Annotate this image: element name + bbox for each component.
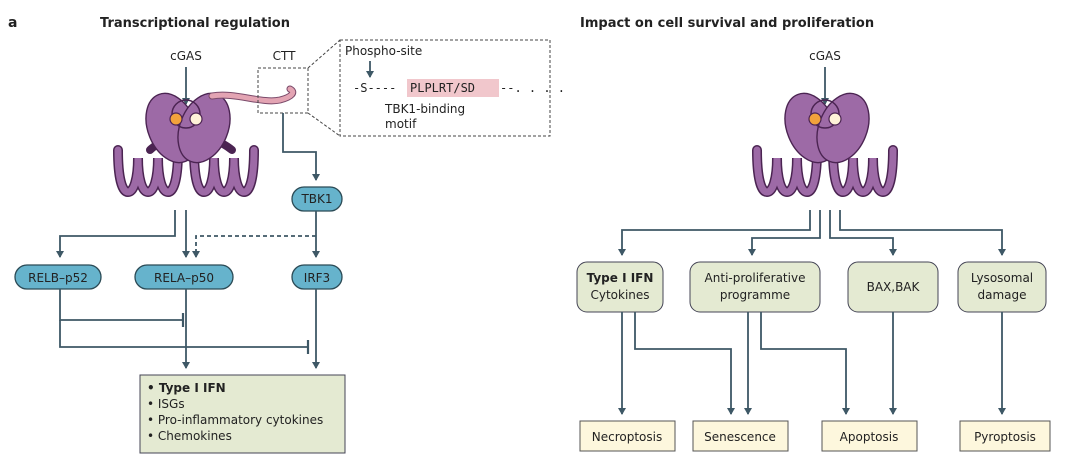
lysosomal-box (957, 261, 1047, 313)
tbk1-node (291, 186, 343, 212)
sequence-motif: PLPLRT/SD (410, 81, 475, 95)
sting-to-antiprolif-arrow (748, 210, 821, 256)
relb-p52-node (14, 264, 102, 290)
sting-to-baxbak-arrow (829, 210, 897, 256)
antiprolif-to-apoptosis-arrow (760, 312, 850, 415)
phospho-site-label: Phospho-site (345, 44, 422, 58)
pyroptosis-label: Pyroptosis (974, 430, 1036, 444)
irf3-label: IRF3 (304, 271, 330, 285)
senescence-box (692, 420, 789, 452)
lysosomal-line1: Lysosomal (971, 271, 1033, 285)
output-item-type1-ifn: • Type I IFN (147, 381, 226, 395)
output-item-cytokines: • Pro-inflammatory cytokines (147, 413, 323, 427)
antiprolif-box (689, 261, 821, 313)
sting-to-relb-arrow (56, 210, 176, 258)
left-ligand-orange (169, 112, 183, 126)
motif-highlight (407, 79, 499, 97)
right-sting-dimer (752, 92, 898, 198)
type1-ifn-line1: Type I IFN (587, 271, 654, 285)
tbk1-label: TBK1 (300, 192, 332, 206)
left-ligand-cream (189, 112, 203, 126)
ctt-label: CTT (273, 49, 296, 63)
antiprolif-line1: Anti-proliferative (705, 271, 806, 285)
rela-p50-node (134, 264, 234, 290)
ctt-dashed-box (257, 67, 309, 114)
zoom-line-top (307, 39, 341, 69)
pyroptosis-box (959, 420, 1051, 452)
left-cgas-label: cGAS (170, 49, 202, 63)
lysosomal-line2: damage (977, 288, 1026, 302)
right-panel-title: Impact on cell survival and proliferatio… (580, 16, 874, 31)
necroptosis-box (579, 420, 676, 452)
ifn-to-senescence-arrow (634, 312, 735, 415)
right-cgas-label: cGAS (809, 49, 841, 63)
tbk1-to-rela-dashed-arrow (192, 235, 316, 258)
output-item-isgs: • ISGs (147, 397, 185, 411)
type1-ifn-box (576, 261, 664, 313)
type1-ifn-line2: Cytokines (590, 288, 649, 302)
tbk1-binding-label-line1: TBK1-binding (384, 102, 465, 116)
sting-to-lysosomal-arrow (839, 210, 1006, 256)
tbk1-binding-label-line2: motif (385, 117, 417, 131)
apoptosis-label: Apoptosis (840, 430, 899, 444)
senescence-label: Senescence (704, 430, 776, 444)
ctt-tail (209, 86, 296, 104)
relb-inhibits-rela-line (59, 289, 183, 321)
apoptosis-box (821, 420, 918, 452)
necroptosis-label: Necroptosis (592, 430, 662, 444)
output-item-chemokines: • Chemokines (147, 429, 232, 443)
sequence-suffix: --. . . . (500, 81, 565, 95)
zoom-line-bottom (307, 112, 341, 137)
relb-p52-label: RELB–p52 (28, 271, 88, 285)
baxbak-label: BAX,BAK (867, 280, 921, 294)
left-panel-title: Transcriptional regulation (100, 16, 290, 31)
sequence-prefix: -S---- (353, 81, 396, 95)
output-box (139, 374, 346, 454)
ctt-to-tbk1-arrow (282, 113, 320, 181)
antiprolif-line2: programme (720, 288, 790, 302)
irf3-node (291, 264, 343, 290)
sting-to-type1-ifn-arrow (618, 210, 811, 256)
panel-letter: a (8, 15, 17, 31)
rela-p50-label: RELA–p50 (154, 271, 214, 285)
relb-inhibits-irf3-line (59, 320, 308, 348)
